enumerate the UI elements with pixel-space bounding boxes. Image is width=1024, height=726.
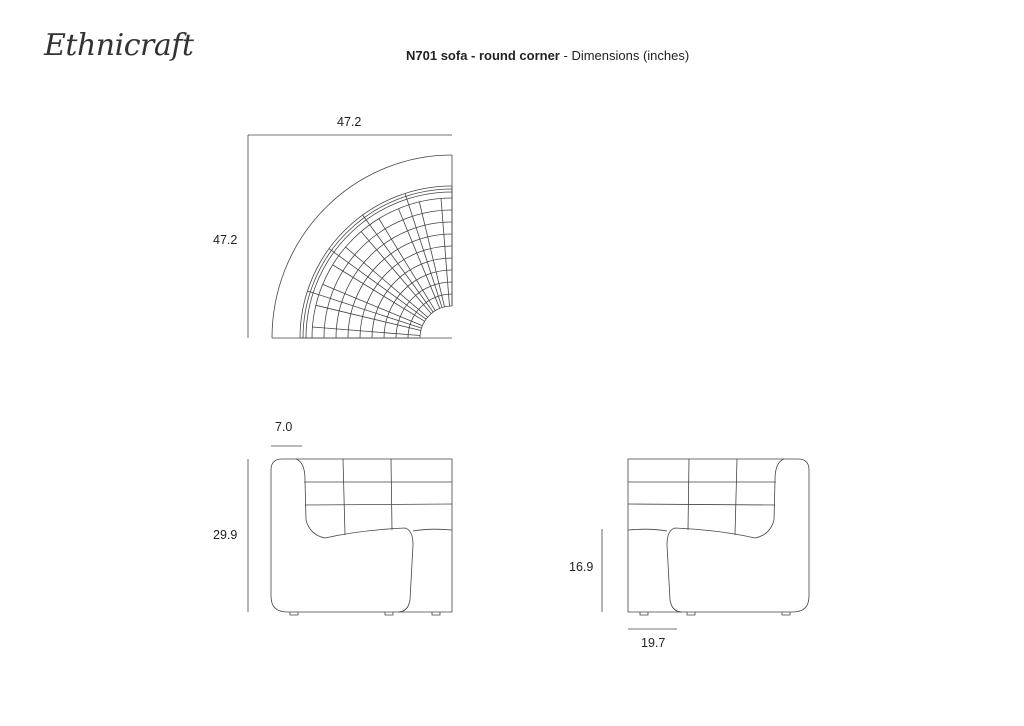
seat-grid-line	[407, 293, 453, 339]
seat-grid-line	[362, 214, 434, 313]
seat-grid-line	[440, 198, 450, 307]
title-subtitle: Dimensions (inches)	[571, 48, 690, 63]
product-name: N701 sofa - round corner	[406, 48, 560, 63]
top-depth-label: 47.2	[213, 233, 238, 247]
seat-height-label: 16.9	[569, 560, 594, 574]
seat-grid-line	[371, 257, 453, 339]
seat-grid-line	[305, 191, 453, 339]
seat-grid-line	[312, 326, 421, 336]
brand-logo: Ethnicraft	[44, 28, 194, 63]
seat-grid-line	[419, 305, 453, 339]
title-separator: -	[559, 48, 572, 63]
arm-width-label: 7.0	[275, 420, 293, 434]
seat-grid-line	[398, 208, 441, 309]
top-width-label: 47.2	[337, 115, 362, 129]
right-side-view-drawing	[627, 458, 810, 616]
seat-grid-line	[359, 245, 453, 339]
seat-grid-line	[299, 185, 453, 339]
seat-grid-line	[307, 290, 422, 329]
seat-grid-line	[323, 209, 453, 339]
seat-grid-line	[302, 188, 453, 339]
outer-arc	[271, 154, 453, 339]
top-view-drawing	[247, 134, 453, 339]
height-label: 29.9	[213, 528, 238, 542]
seat-grid-line	[383, 269, 453, 339]
seat-grid-line	[418, 201, 445, 307]
seat-grid-line	[311, 197, 453, 339]
seat-grid-line	[404, 193, 443, 308]
seat-grid-line	[335, 221, 453, 339]
left-side-view-drawing	[247, 445, 453, 616]
seat-grid-line	[315, 304, 421, 331]
seat-grid-line	[360, 231, 432, 314]
seat-grid-line	[345, 246, 428, 318]
seat-grid-line	[378, 218, 436, 311]
seat-grid-line	[332, 264, 425, 322]
seat-grid-line	[347, 233, 453, 339]
seat-depth-label: 19.7	[641, 636, 666, 650]
seat-grid-line	[322, 284, 423, 327]
seat-grid-line	[395, 281, 453, 339]
page-title: N701 sofa - round corner - Dimensions (i…	[406, 48, 689, 63]
seat-grid-line	[328, 248, 427, 320]
